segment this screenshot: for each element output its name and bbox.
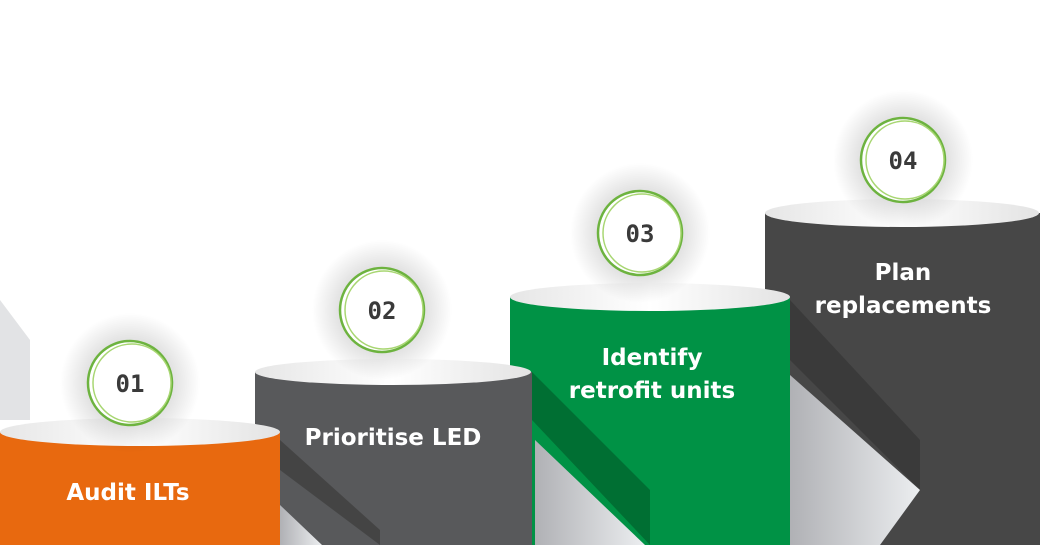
step-2-cylinder <box>255 359 532 545</box>
left-shadow <box>0 300 30 420</box>
step-1-shadow <box>280 440 380 545</box>
step-3-badge: 03 <box>570 163 710 303</box>
step-2-shadow <box>532 372 650 545</box>
step-1-badge: 01 <box>60 313 200 453</box>
step-4-label-line-2: replacements <box>815 293 992 319</box>
step-3-label-line-2: retrofit units <box>569 378 735 404</box>
step-4-badge: 04 <box>833 90 973 230</box>
step-1-label: Audit ILTs <box>66 480 189 506</box>
step-3-shadow <box>790 300 920 490</box>
step-2-number: 02 <box>368 297 397 325</box>
step-4-number: 04 <box>889 147 918 175</box>
step-1-number: 01 <box>116 370 145 398</box>
step-2-badge: 02 <box>312 240 452 380</box>
step-2-shadow-light <box>535 440 645 545</box>
step-3-label-line-1: Identify <box>602 345 703 371</box>
step-2-label: Prioritise LED <box>305 425 482 451</box>
step-3-shadow-light <box>790 375 920 545</box>
step-3-number: 03 <box>626 220 655 248</box>
step-1-shadow-light <box>280 505 322 545</box>
step-4-label-line-1: Plan <box>875 260 932 286</box>
